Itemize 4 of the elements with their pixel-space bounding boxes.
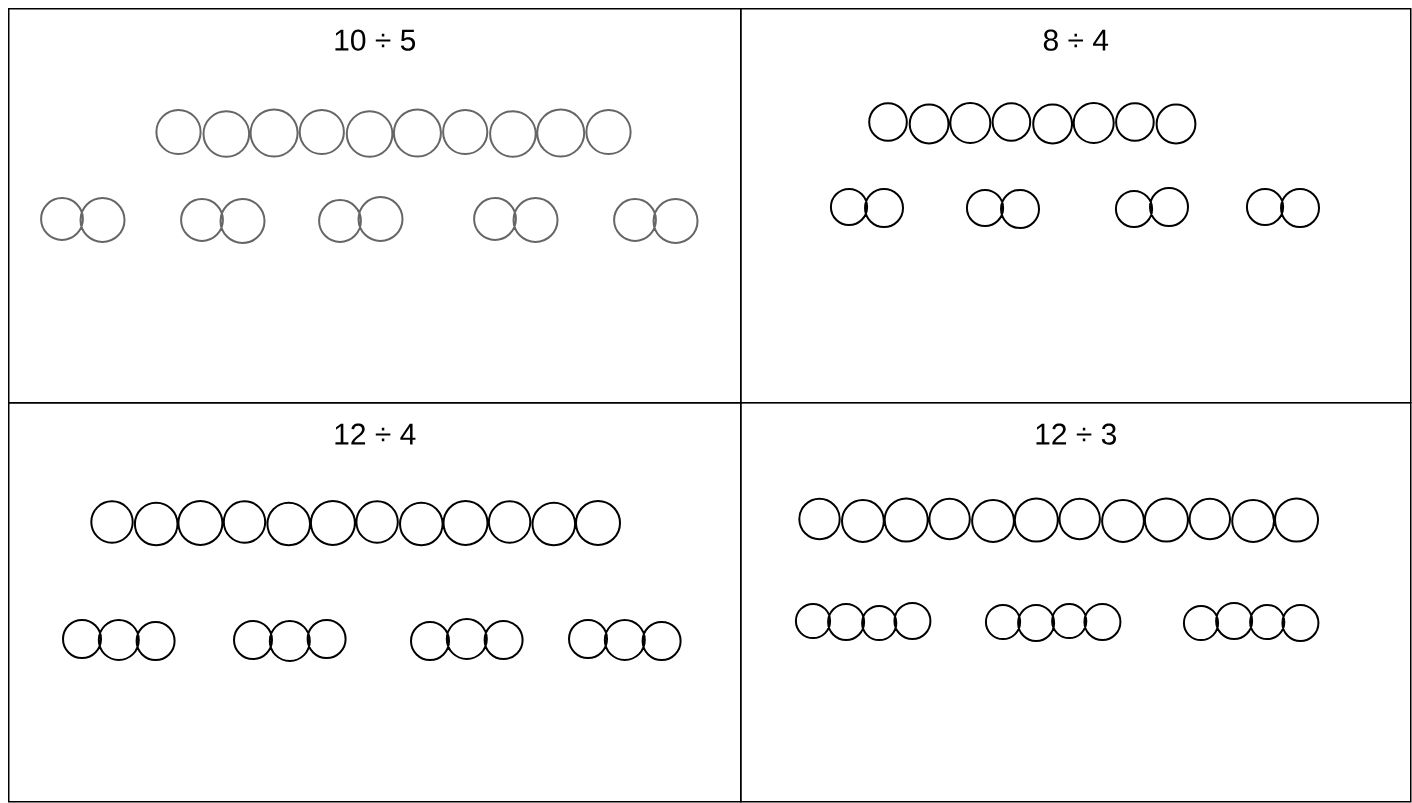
table-cell: 8 ÷ 4 [740, 8, 1412, 404]
table-cell: 12 ÷ 3 [740, 402, 1412, 803]
table-cell: 12 ÷ 4 [8, 402, 742, 803]
table-cell: 10 ÷ 5 [8, 8, 742, 404]
